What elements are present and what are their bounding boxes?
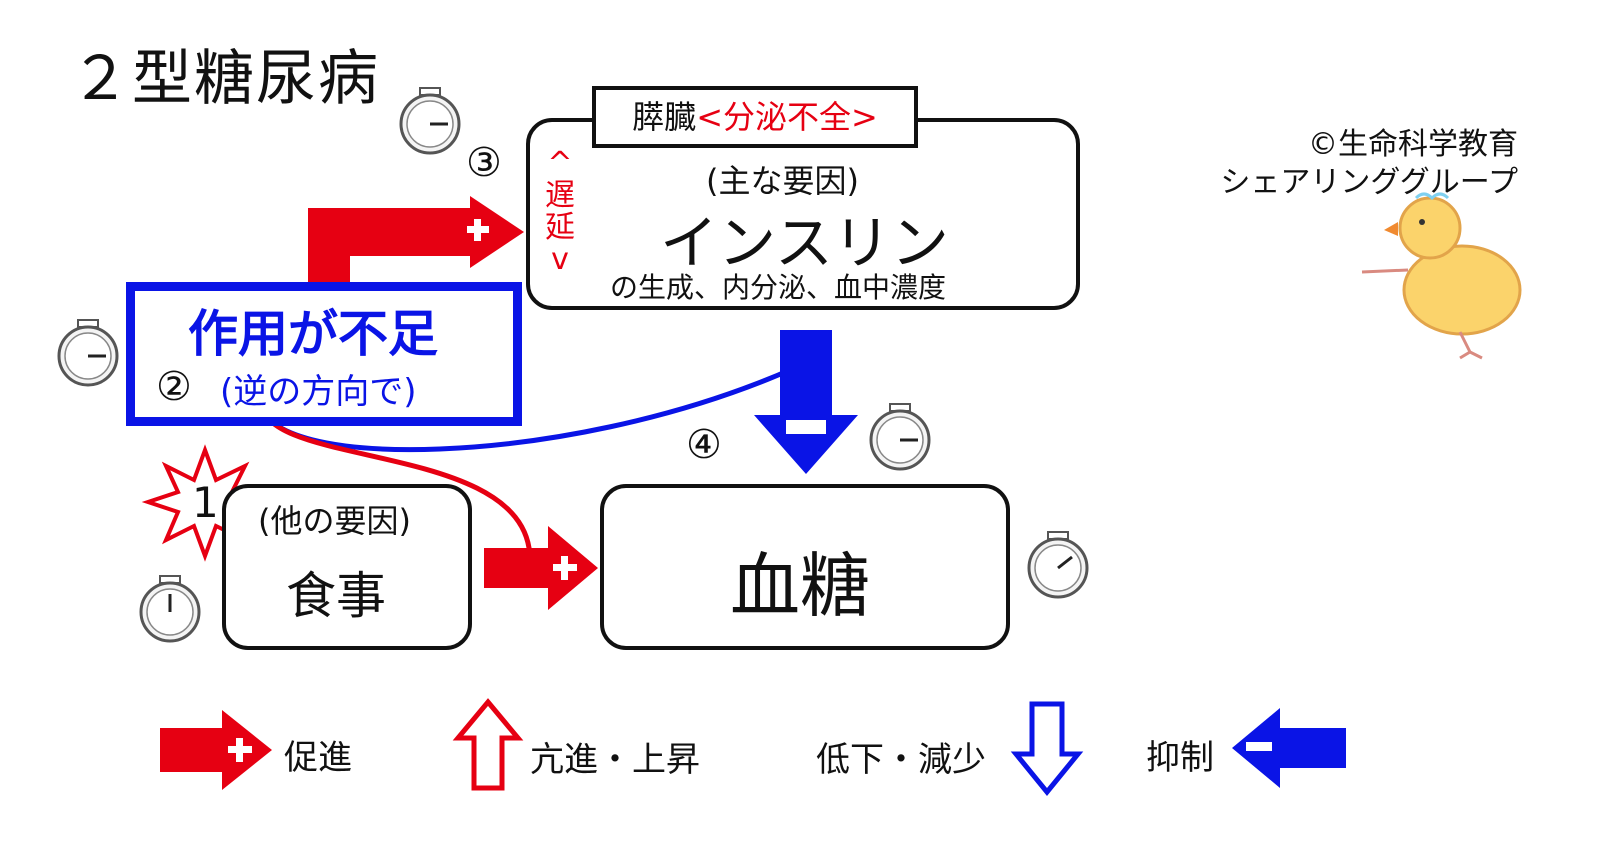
stopwatch-icon (1027, 531, 1089, 599)
step-2-label: ② (156, 364, 192, 410)
delay-mark-bottom: v (551, 242, 569, 277)
pancreas-header: 膵臓<分泌不全> (592, 86, 918, 148)
food-label: 食事 (286, 567, 386, 625)
insulin-detail: の生成、内分泌、血中濃度 (610, 271, 947, 304)
legend-decrease-label: 低下・減少 (816, 740, 986, 780)
delay-char-2: 延 (545, 210, 575, 245)
insulin-box (526, 118, 1080, 310)
action-insufficient-box (126, 282, 522, 426)
delay-mark-top: ^ (547, 146, 573, 181)
main-factor-label: (主な要因) (706, 162, 859, 200)
page-title: ２型糖尿病 (70, 44, 380, 114)
copyright-text: ©生命科学教育 シェアリンググループ (1220, 126, 1518, 202)
reverse-direction-note: (逆の方向で) (220, 372, 417, 412)
chick-drawing (1361, 192, 1522, 360)
legend-suppress-label: 抑制 (1146, 738, 1214, 778)
copyright-line-2: シェアリンググループ (1220, 165, 1518, 200)
delay-label: ^ 遅 延 v (540, 148, 580, 276)
legend-promote-label: 促進 (284, 738, 352, 778)
action-insufficient-label: 作用が不足 (188, 305, 438, 363)
stopwatch-icon (139, 575, 201, 643)
pancreas-label: 膵臓 (632, 98, 697, 136)
promote-arrow-food-to-blood-sugar (484, 526, 598, 610)
stopwatch-icon (399, 87, 461, 155)
food-box (222, 484, 472, 650)
blood-sugar-box (600, 484, 1010, 650)
suppress-arrow-insulin-to-blood-sugar (754, 330, 858, 474)
step-4-label: ④ (686, 422, 722, 468)
other-factor-label: (他の要因) (258, 502, 411, 540)
step-3-label: ③ (466, 140, 502, 186)
copyright-line-1: ©生命科学教育 (1308, 127, 1518, 162)
legend-promote-arrow (160, 710, 272, 790)
secretion-failure-label: <分泌不全> (696, 98, 878, 136)
hollow-down-arrow-icon (1010, 701, 1084, 796)
legend-suppress-arrow (1232, 708, 1346, 788)
step-1-label: 1 (192, 478, 219, 527)
insulin-label: インスリン (660, 209, 949, 277)
delay-char-1: 遅 (545, 178, 575, 213)
legend-hollow-up-arrow-icon (452, 698, 524, 791)
blood-sugar-label: 血糖 (730, 545, 870, 627)
stopwatch-icon (869, 403, 931, 471)
stopwatch-icon (57, 319, 119, 387)
legend-increase-label: 亢進・上昇 (530, 740, 700, 780)
promote-arrow-to-insulin (308, 196, 524, 292)
